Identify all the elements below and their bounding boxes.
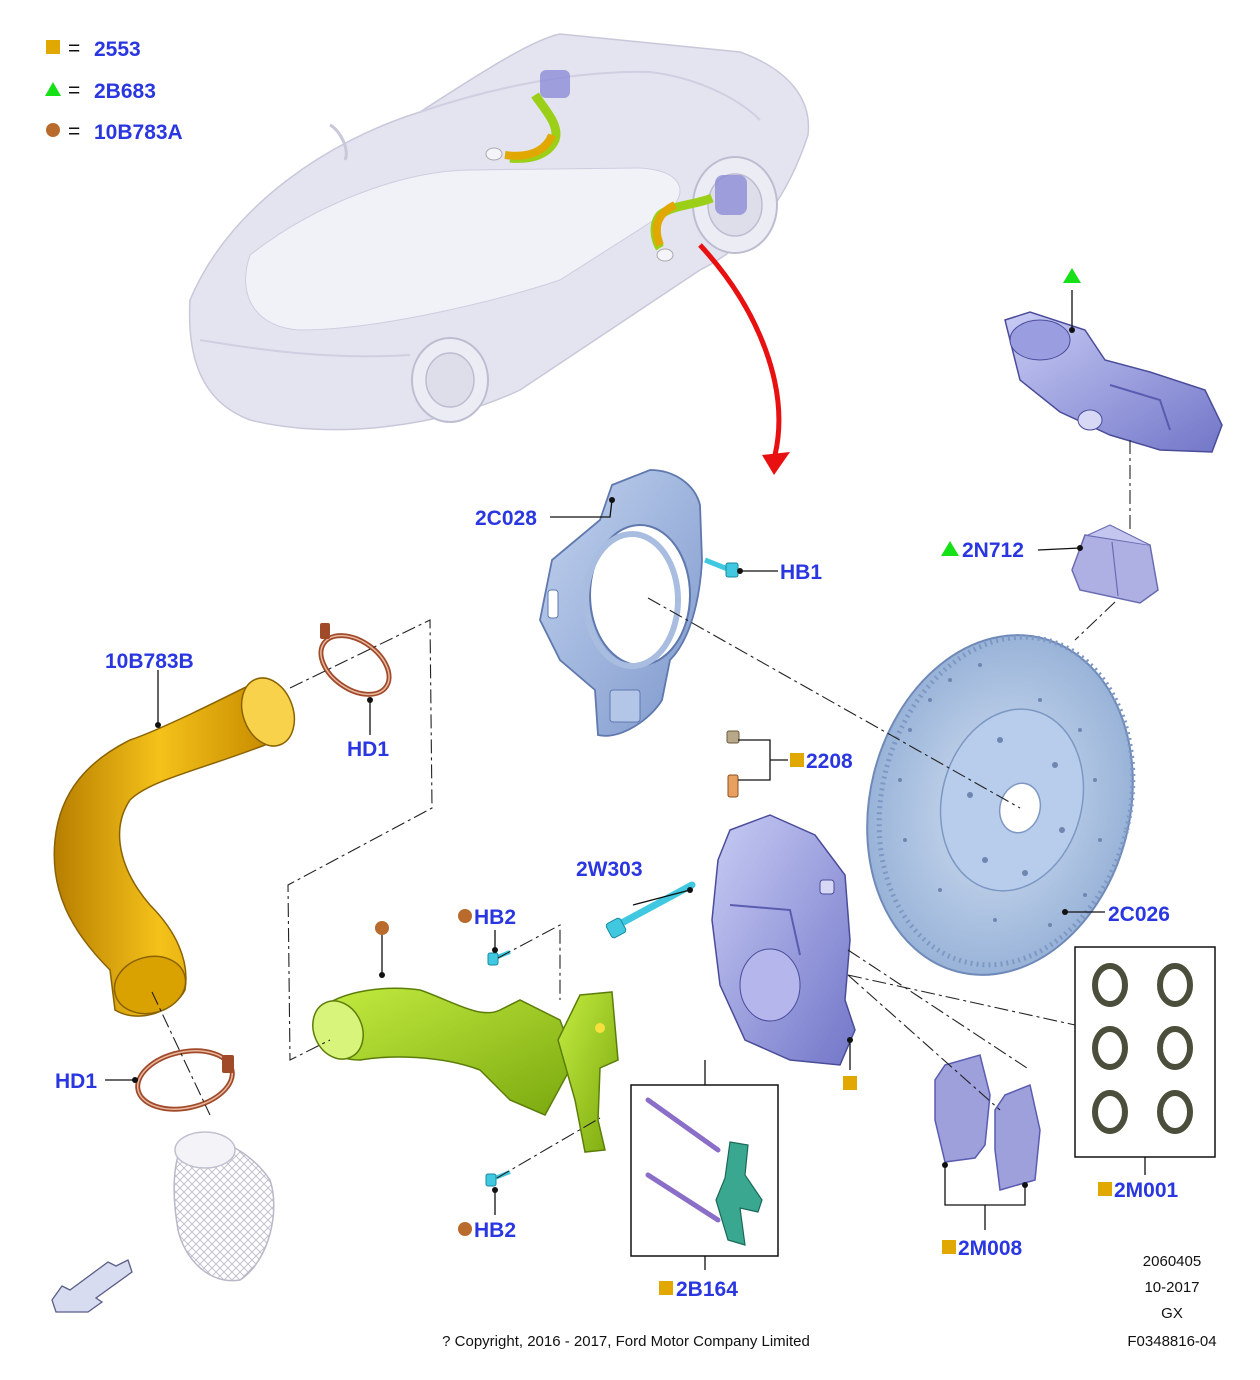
red-pointer-arrow-icon — [698, 243, 790, 475]
triangle-marker-icon — [941, 541, 959, 556]
brake-caliper-top — [1004, 311, 1223, 453]
triangle-symbol-icon — [45, 82, 61, 96]
legend-code-circle: 10B783A — [94, 121, 183, 144]
brake-caliper-main — [711, 814, 856, 1066]
bleeder-screw-icon — [726, 730, 740, 798]
legend: = 2553 = 2B683 = 10B783A — [45, 37, 183, 144]
label-2208: 2208 — [806, 750, 853, 773]
triangle-marker-icon — [1063, 268, 1081, 283]
figure-number: F0348816-04 — [1127, 1333, 1216, 1350]
legend-equals: = — [68, 120, 80, 143]
label-2M008: 2M008 — [958, 1237, 1023, 1260]
legend-equals: = — [68, 37, 80, 60]
label-2W303: 2W303 — [576, 858, 643, 881]
part-labels: 2C028 HB1 2N712 10B783B HD1 HD1 2208 2W3… — [55, 268, 1179, 1301]
square-marker-icon — [790, 753, 804, 767]
hardware-kit-box — [630, 1084, 779, 1257]
circle-marker-icon — [458, 1222, 472, 1236]
label-HD1-bottom: HD1 — [55, 1070, 97, 1093]
bolt-hb1-icon — [704, 557, 739, 578]
drawing-date: 10-2017 — [1144, 1279, 1199, 1296]
label-HB2-top: HB2 — [474, 906, 516, 929]
assembly-lines — [151, 440, 1131, 1179]
hose-clamp-top-icon — [318, 623, 392, 697]
copyright-notice: ? Copyright, 2016 - 2017, Ford Motor Com… — [442, 1333, 810, 1350]
front-direction-arrow-icon — [51, 1259, 133, 1313]
legend-equals: = — [68, 79, 80, 102]
drawing-code: GX — [1161, 1305, 1183, 1322]
hose-clamp-bottom-icon — [135, 1048, 235, 1112]
label-10B783B: 10B783B — [105, 650, 194, 673]
yellow-air-duct — [53, 677, 296, 1017]
circle-marker-icon — [375, 921, 389, 935]
drawing-metadata: 2060405 10-2017 GX F0348816-04 ? Copyrig… — [442, 1253, 1216, 1350]
circle-symbol-icon — [46, 123, 60, 137]
square-marker-icon — [942, 1240, 956, 1254]
leader-lines — [105, 290, 1146, 1270]
drawing-number: 2060405 — [1143, 1253, 1201, 1270]
brake-rotor — [866, 634, 1136, 976]
label-2B164: 2B164 — [676, 1278, 738, 1301]
brake-shield-bracket — [539, 469, 703, 737]
square-symbol-icon — [46, 40, 60, 54]
label-HB2-bottom: HB2 — [474, 1219, 516, 1242]
square-marker-icon — [843, 1076, 857, 1090]
bolt-hb2-bottom-icon — [485, 1170, 511, 1187]
piston-seals-icon — [1092, 963, 1193, 1134]
caliper-pin-bolt-icon — [605, 881, 696, 939]
label-2C028: 2C028 — [475, 507, 537, 530]
legend-code-triangle: 2B683 — [94, 80, 156, 103]
legend-code-square: 2553 — [94, 38, 141, 61]
label-HD1-top: HD1 — [347, 738, 389, 761]
brake-pad-set-small — [1071, 524, 1159, 604]
green-air-duct — [312, 987, 619, 1153]
pad-hardware-icon — [645, 1097, 763, 1246]
label-HB1: HB1 — [780, 561, 822, 584]
label-2N712: 2N712 — [962, 539, 1024, 562]
leader-dots — [132, 327, 1083, 1193]
car-illustration — [188, 33, 810, 431]
square-marker-icon — [659, 1281, 673, 1295]
circle-marker-icon — [458, 909, 472, 923]
label-2C026: 2C026 — [1108, 903, 1170, 926]
label-2M001: 2M001 — [1114, 1179, 1179, 1202]
square-marker-icon — [1098, 1182, 1112, 1196]
mesh-inlet-grille — [173, 1131, 275, 1282]
brake-pads — [934, 1054, 1041, 1191]
